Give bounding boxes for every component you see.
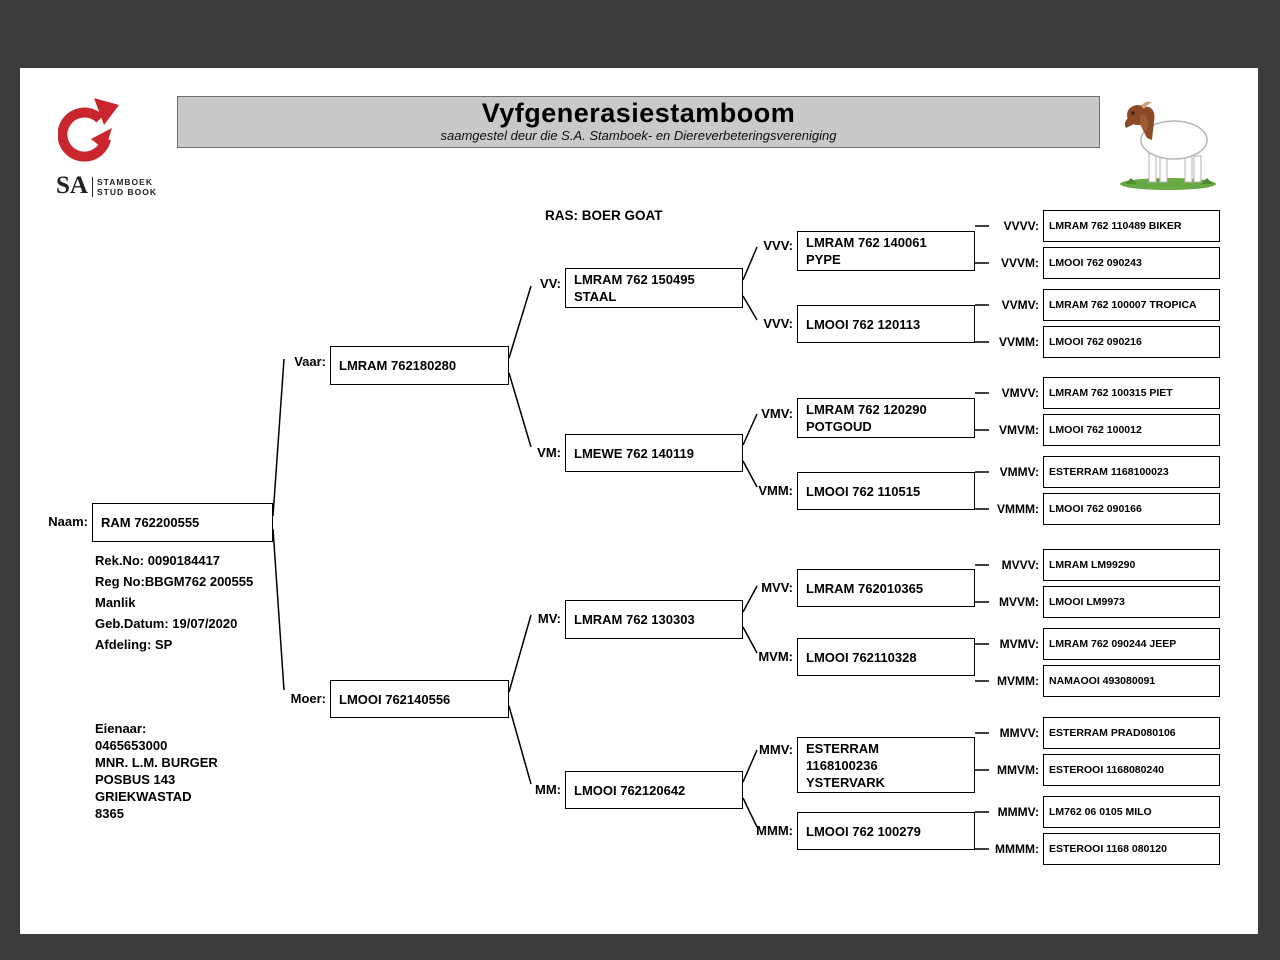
mm-label: MM:: [535, 782, 561, 797]
mvv-label: MVV:: [761, 580, 793, 595]
boer-goat-icon: [1120, 101, 1216, 190]
mmmm-label: MMMM:: [995, 842, 1039, 856]
sa-studbook-symbol-icon: [57, 98, 119, 162]
vvvv-box: LMRAM 762 110489 BIKER: [1043, 210, 1220, 242]
vmmv-label: VMMV:: [999, 465, 1039, 479]
vmmm-box: LMOOI 762 090166: [1043, 493, 1220, 525]
logo-stamboek-text: STAMBOEK: [96, 177, 153, 187]
vmm-box: LMOOI 762 110515: [797, 472, 975, 510]
vvv-label: VVV:: [763, 238, 793, 253]
vvmm-box: LMOOI 762 090216: [1043, 326, 1220, 358]
vmvv-box: LMRAM 762 100315 PIET: [1043, 377, 1220, 409]
vvmm-label: VVMM:: [999, 335, 1039, 349]
mm-box: LMOOI 762120642: [565, 771, 743, 809]
mmmm-box: ESTEROOI 1168 080120: [1043, 833, 1220, 865]
mvvm-label: MVVM:: [999, 595, 1039, 609]
page-subtitle: saamgestel deur die S.A. Stamboek- en Di…: [440, 128, 837, 143]
subject-name-box: RAM 762200555: [92, 503, 273, 542]
sa-studbook-logo: SA STAMBOEK STUD BOOK: [56, 98, 188, 199]
vvmv-label: VVMV:: [1001, 298, 1039, 312]
mmmv-label: MMMV:: [997, 805, 1039, 819]
vmmv-box: ESTERRAM 1168100023: [1043, 456, 1220, 488]
vmv-box: LMRAM 762 120290 POTGOUD: [797, 398, 975, 438]
vv-label: VV:: [540, 276, 561, 291]
vvvm-box: LMOOI 762 090243: [1043, 247, 1220, 279]
mvm-box: LMOOI 762110328: [797, 638, 975, 676]
mvmv-box: LMRAM 762 090244 JEEP: [1043, 628, 1220, 660]
vmvv-label: VMVV:: [1001, 386, 1039, 400]
moer-box: LMOOI 762140556: [330, 680, 509, 718]
vmv-label: VMV:: [761, 406, 793, 421]
owner-details: Eienaar: 0465653000 MNR. L.M. BURGER POS…: [95, 721, 218, 821]
vvm-label: VVV:: [763, 316, 793, 331]
vvmv-box: LMRAM 762 100007 TROPICA: [1043, 289, 1220, 321]
mvmm-box: NAMAOOI 493080091: [1043, 665, 1220, 697]
mmm-label: MMM:: [756, 823, 793, 838]
naam-label: Naam:: [48, 514, 88, 529]
vaar-box: LMRAM 762180280: [330, 346, 509, 385]
mvv-box: LMRAM 762010365: [797, 569, 975, 607]
mv-label: MV:: [537, 611, 561, 626]
mmvm-box: ESTEROOI 1168080240: [1043, 754, 1220, 786]
mmvv-label: MMVV:: [999, 726, 1039, 740]
vvm-box: LMOOI 762 120113: [797, 305, 975, 343]
vmvm-label: VMVM:: [999, 423, 1039, 437]
mmmv-box: LM762 06 0105 MILO: [1043, 796, 1220, 828]
mv-box: LMRAM 762 130303: [565, 600, 743, 639]
mvvv-box: LMRAM LM99290: [1043, 549, 1220, 581]
vmvm-box: LMOOI 762 100012: [1043, 414, 1220, 446]
mmv-box: ESTERRAM 1168100236 YSTERVARK: [797, 737, 975, 793]
vmm-label: VMM:: [758, 483, 793, 498]
vvvv-label: VVVV:: [1003, 219, 1039, 233]
subject-details: Rek.No: 0090184417 Reg No:BBGM762 200555…: [95, 553, 254, 652]
vm-label: VM:: [537, 445, 561, 460]
title-banner: Vyfgenerasiestamboom saamgestel deur die…: [177, 96, 1100, 148]
mvmm-label: MVMM:: [997, 674, 1039, 688]
mvm-label: MVM:: [758, 649, 793, 664]
mvvm-box: LMOOI LM9973: [1043, 586, 1220, 618]
page-title: Vyfgenerasiestamboom: [481, 98, 796, 128]
vaar-label: Vaar:: [294, 354, 326, 369]
mmvv-box: ESTERRAM PRAD080106: [1043, 717, 1220, 749]
vv-box: LMRAM 762 150495 STAAL: [565, 268, 743, 308]
vm-box: LMEWE 762 140119: [565, 434, 743, 472]
mmv-label: MMV:: [759, 742, 793, 757]
pedigree-certificate-page: SA STAMBOEK STUD BOOK Vyfgenerasi: [20, 68, 1258, 934]
mvmv-label: MVMV:: [999, 637, 1039, 651]
vvvm-label: VVVM:: [1000, 256, 1039, 270]
logo-studbook-text: STUD BOOK: [96, 187, 157, 197]
breed-label: RAS: BOER GOAT: [545, 208, 663, 223]
mmm-box: LMOOI 762 100279: [797, 812, 975, 850]
mvvv-label: MVVV:: [1001, 558, 1039, 572]
vmmm-label: VMMM:: [997, 502, 1039, 516]
boer-goat-image: [1113, 98, 1219, 197]
logo-sa-text: SA: [56, 172, 88, 199]
moer-label: Moer:: [290, 691, 326, 706]
mmvm-label: MMVM:: [997, 763, 1039, 777]
vvv-box: LMRAM 762 140061 PYPE: [797, 231, 975, 271]
